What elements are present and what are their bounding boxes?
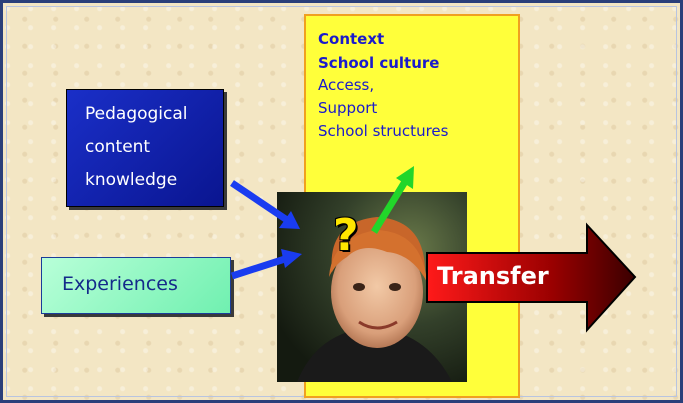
context-school-culture: School culture — [318, 54, 440, 72]
experiences-arrow-icon — [230, 249, 302, 280]
context-title: Context — [318, 30, 385, 48]
context-arrow-icon — [371, 166, 414, 234]
experiences-box: Experiences — [41, 257, 231, 314]
transfer-label: Transfer — [437, 262, 549, 290]
context-school-structures: School structures — [318, 122, 449, 140]
question-mark-icon: ? — [333, 210, 359, 261]
context-access: Access, — [318, 76, 375, 94]
experiences-label: Experiences — [62, 273, 178, 295]
pck-line-2: content — [85, 137, 151, 157]
transfer-arrow-icon — [426, 222, 637, 333]
pck-line-3: knowledge — [85, 170, 178, 190]
pedagogical-content-knowledge-box: Pedagogical content knowledge — [66, 89, 224, 207]
pck-line-1: Pedagogical — [85, 104, 188, 124]
context-support: Support — [318, 99, 378, 117]
pck-arrow-icon — [230, 180, 300, 229]
